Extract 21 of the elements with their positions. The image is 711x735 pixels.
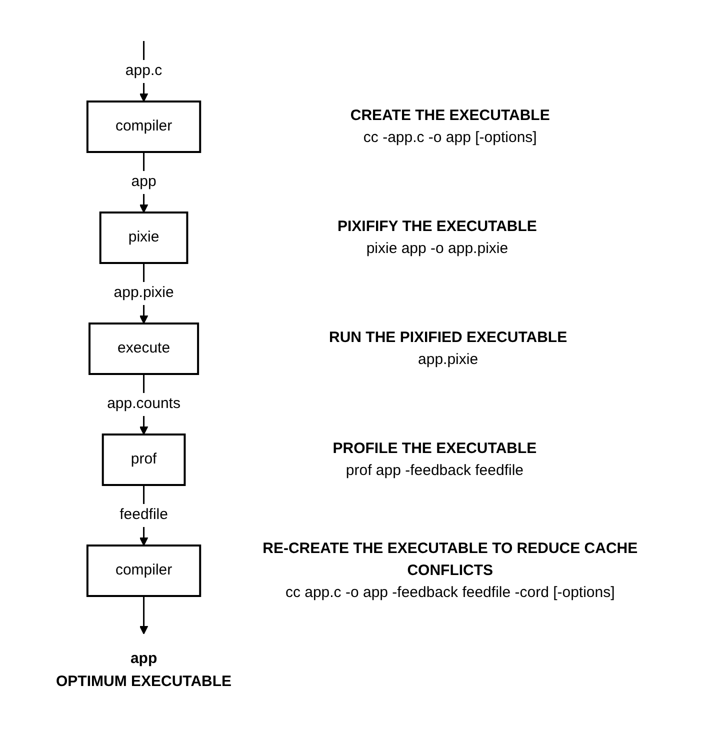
command-text: cc app.c -o app -feedback feedfile -cord [-options]: [284, 582, 616, 603]
arrow: [139, 596, 148, 634]
edge-label: app.pixie: [114, 284, 174, 301]
command-text: prof app -feedback feedfile: [344, 460, 525, 481]
node-box: execute: [88, 322, 200, 375]
node-box: compiler: [86, 544, 202, 597]
node-text: app OPTIMUM EXECUTABLE: [56, 650, 232, 690]
edge-label: app.c: [125, 62, 162, 79]
node-box: prof: [102, 434, 186, 486]
step-heading: PIXIFIFY THE EXECUTABLE: [336, 216, 538, 237]
edge-label: app.counts: [107, 395, 180, 412]
command-text: cc -app.c -o app [-options]: [362, 128, 538, 148]
node-box: pixie: [99, 212, 188, 264]
step-heading: PROFILE THE EXECUTABLE: [332, 438, 538, 459]
command-text: app.pixie: [417, 350, 480, 370]
step-heading: CREATE THE EXECUTABLE: [349, 106, 551, 126]
step-heading: RUN THE PIXIFIED EXECUTABLE: [328, 328, 568, 348]
node-box: compiler: [86, 100, 202, 153]
edge-label: feedfile: [120, 506, 168, 523]
command-text: pixie app -o app.pixie: [365, 238, 510, 259]
edge-label: app: [131, 173, 156, 190]
